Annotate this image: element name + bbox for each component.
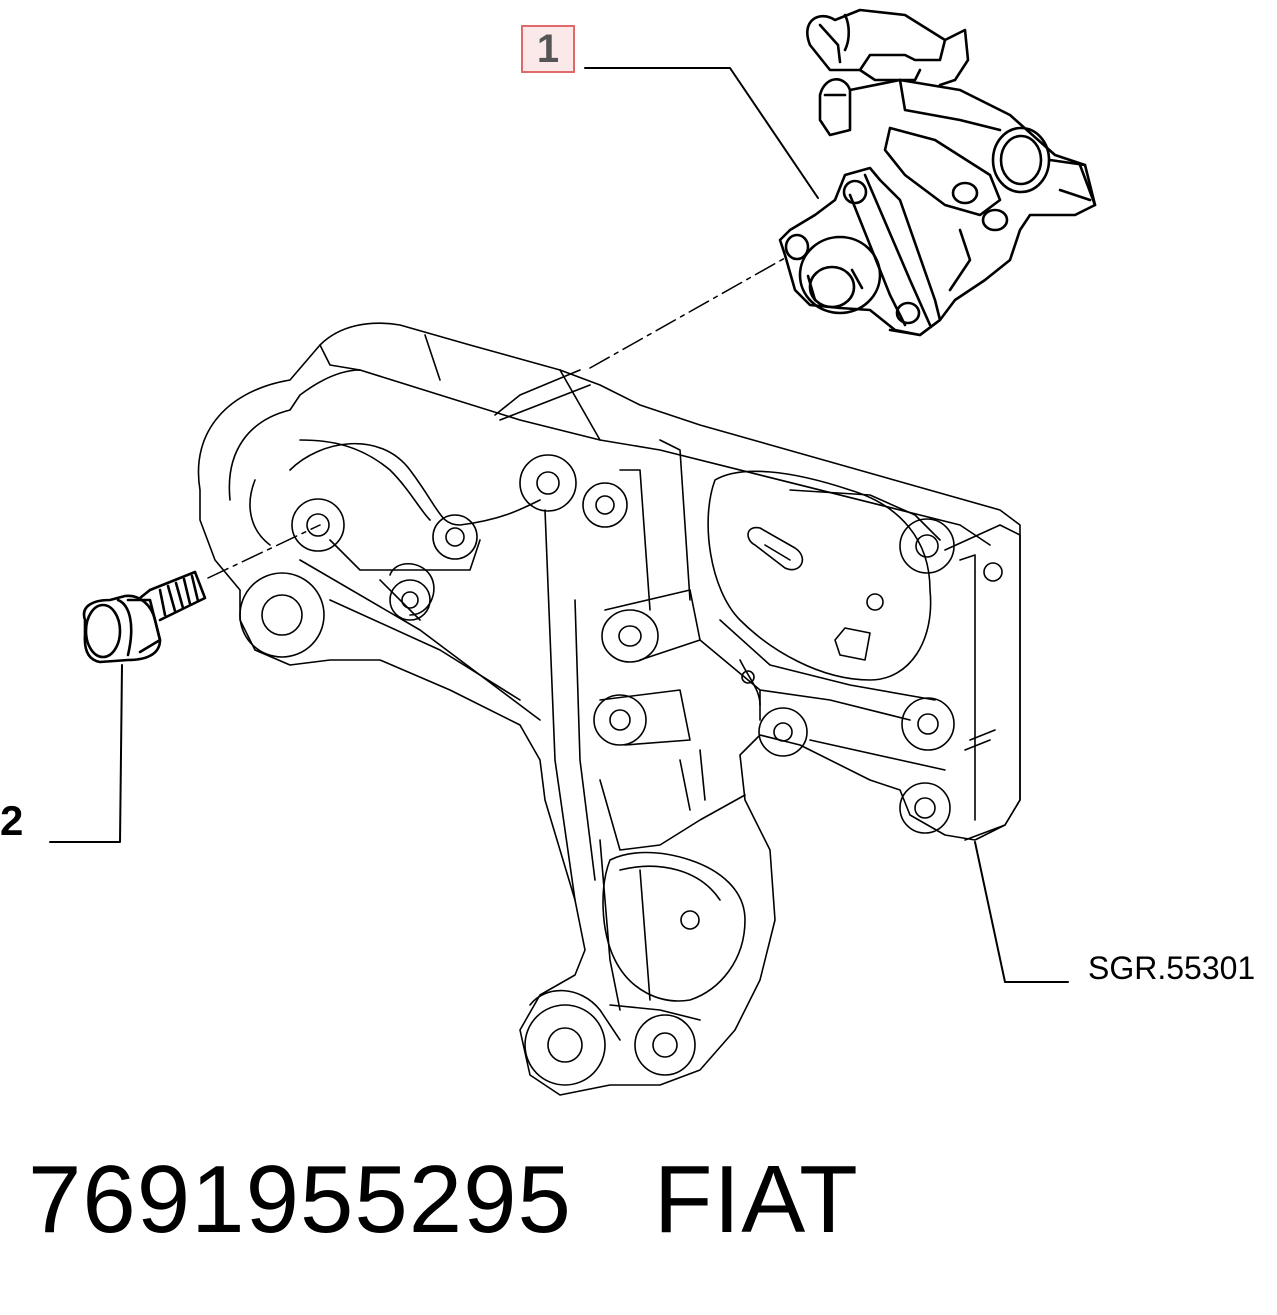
reference-code: SGR.55301 (1088, 950, 1256, 986)
brand-name: FIAT (653, 1146, 859, 1253)
part-number: 7691955295 (28, 1146, 572, 1253)
bolt (82, 570, 207, 664)
center-lines (207, 257, 786, 579)
callout-1-box[interactable]: 1 (521, 25, 575, 73)
power-steering-pump (778, 8, 1097, 337)
callout-1-label: 1 (536, 27, 560, 71)
mounting-bracket (197, 322, 1021, 1096)
leader-lines (49, 67, 1069, 983)
callout-2-label[interactable]: 2 (0, 797, 24, 844)
